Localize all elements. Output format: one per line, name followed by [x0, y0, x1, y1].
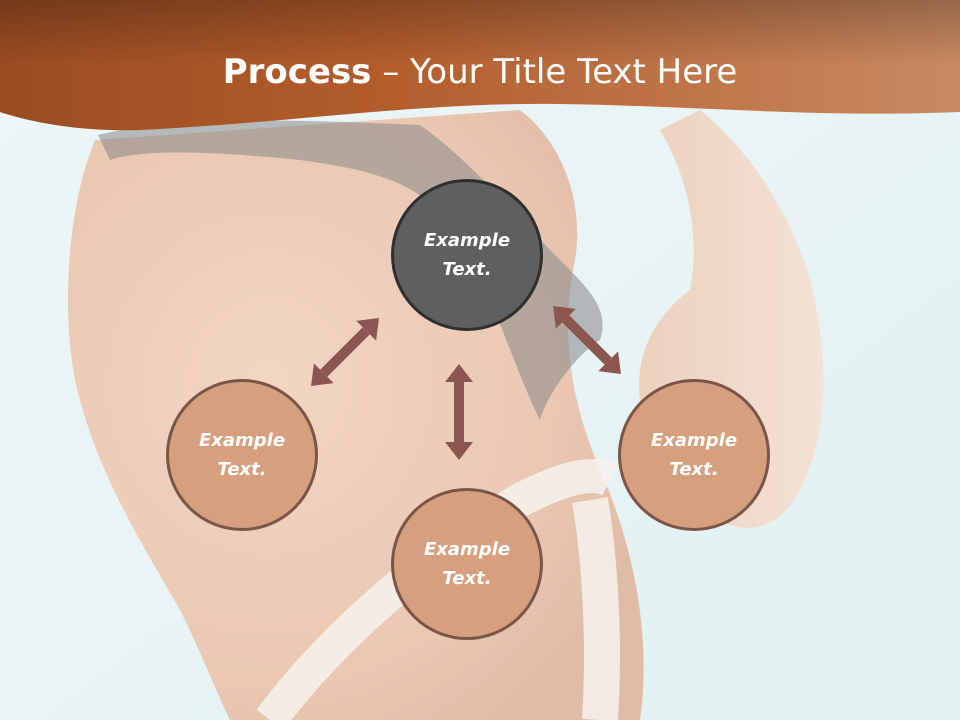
node-bottom-label: Example Text.	[423, 539, 511, 589]
node-bottom: Example Text.	[391, 488, 543, 640]
node-right: Example Text.	[618, 379, 770, 531]
title-bold: Process	[222, 52, 372, 92]
node-left: Example Text.	[166, 379, 318, 531]
node-left-label: Example Text.	[198, 430, 286, 480]
measuring-tape-vertical	[572, 497, 620, 720]
node-right-label: Example Text.	[650, 430, 738, 480]
arrow-center-bottom	[445, 364, 473, 460]
node-center-label: Example Text.	[423, 230, 511, 280]
header-band	[0, 0, 960, 131]
arrow-center-left	[311, 318, 379, 386]
slide-title: Process – Your Title Text Here	[0, 52, 960, 92]
node-center: Example Text.	[391, 179, 543, 331]
title-rest: – Your Title Text Here	[371, 52, 738, 92]
arrow-center-right	[553, 306, 621, 374]
